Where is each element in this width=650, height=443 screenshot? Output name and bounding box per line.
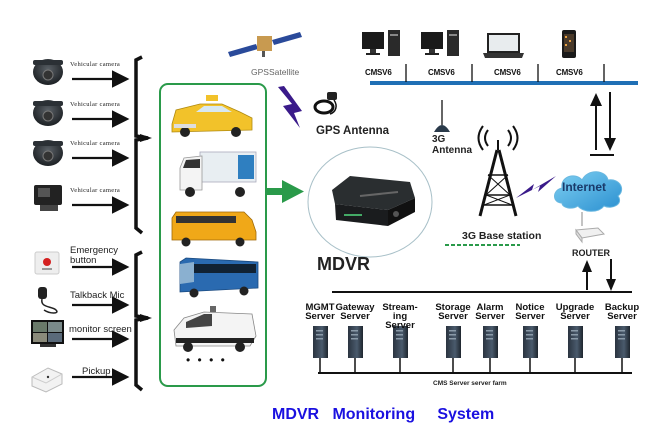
device-talkback-mic [38, 287, 130, 314]
vehicle-to-mdvr-arrow [266, 180, 304, 203]
router-label: ROUTER [572, 248, 610, 258]
gps-satellite-icon [228, 32, 302, 57]
dome-camera-icon [33, 100, 63, 126]
server-label-line2: Server [515, 311, 545, 322]
client-network-bus [370, 81, 638, 85]
server-icon [393, 326, 408, 373]
server-icon [523, 326, 538, 373]
server-farm-label: CMS Server server farm [433, 380, 507, 387]
server-label-line1: Backup [604, 302, 640, 313]
3g-antenna-icon [434, 100, 450, 132]
laptop-icon [483, 33, 524, 58]
desktop-pc-icon [362, 30, 400, 56]
router-icon [575, 212, 606, 244]
gps-antenna-icon [313, 92, 337, 115]
camera-1 [33, 59, 130, 88]
internet-lightning-icon [516, 176, 556, 198]
device-label-emergency: Emergency button [70, 245, 119, 266]
truck-icon [179, 151, 257, 197]
client-label: CMSV6 [556, 68, 583, 77]
client-label: CMSV6 [428, 68, 455, 77]
base-station-label: 3G Base station [462, 230, 542, 242]
server-label-line1: MGMT [305, 302, 335, 313]
server-label-line1: Upgrade [555, 302, 595, 313]
client-label: CMSV6 [494, 68, 521, 77]
device-pickup [31, 367, 130, 393]
server-label-line2: Server [607, 311, 637, 322]
server-icon [615, 326, 630, 373]
3g-antenna-label: 3G Antenna [432, 134, 472, 156]
server-icon [348, 326, 363, 373]
gps-lightning-icon [278, 86, 302, 128]
internet-label: Internet [562, 180, 607, 194]
camera-label: Vehicular camera [70, 61, 121, 68]
vehicles-more: • • • • [186, 353, 227, 367]
bus-internet-arrows [590, 92, 616, 156]
router-server-arrows [582, 259, 616, 291]
3g-tower-icon [477, 125, 519, 217]
server-icon [313, 326, 328, 373]
mdvr-label: MDVR [317, 254, 370, 274]
server-label-line2: Server [560, 311, 590, 322]
camera-3 [33, 140, 130, 167]
mdvr-circle [307, 146, 433, 258]
gps-satellite-label: GPSSatellite [251, 67, 300, 77]
camera-4 [34, 185, 130, 214]
server-icon [568, 326, 583, 373]
school-bus-icon [171, 211, 257, 247]
device-label-pickup: Pickup [82, 366, 111, 377]
server-icon [483, 326, 498, 373]
dome-camera-icon [33, 140, 63, 166]
box-camera-icon [34, 185, 62, 211]
coach-bus-icon [179, 257, 259, 298]
emergency-button-icon [34, 251, 60, 275]
pickup-icon [31, 367, 63, 393]
mdvr-device-icon [332, 176, 415, 226]
server-label-line1: Gateway [335, 302, 375, 313]
desktop-pc-icon [421, 30, 459, 56]
monitor-icon [31, 320, 64, 347]
device-label-talkback: Talkback Mic [70, 290, 125, 301]
gps-antenna-label: GPS Antenna [316, 125, 390, 137]
page-title: MDVR Monitoring System [272, 406, 495, 423]
server-label-line2: ing Server [385, 311, 415, 331]
server-label-line1: Stream- [382, 302, 418, 313]
camera-label: Vehicular camera [70, 187, 121, 194]
camera-label: Vehicular camera [70, 140, 121, 147]
server-label-line1: Notice [515, 302, 545, 313]
internet-cloud-icon [554, 171, 623, 212]
microphone-icon [38, 287, 58, 314]
brace-cameras [134, 55, 149, 235]
server-label-line2: Server [340, 311, 370, 322]
smartphone-icon [562, 30, 576, 58]
server-label-line2: Server [475, 311, 505, 322]
device-monitor-screen [31, 320, 130, 348]
camera-label: Vehicular camera [70, 101, 121, 108]
dome-camera-icon [33, 59, 63, 85]
client-label: CMSV6 [365, 68, 392, 77]
device-label-monitor: monitor screen [69, 324, 132, 335]
server-label-line1: Alarm [476, 302, 504, 313]
server-icon [446, 326, 461, 373]
camera-2 [33, 100, 130, 128]
server-label-line1: Storage [435, 302, 471, 313]
server-label-line2: Server [438, 311, 468, 322]
device-emergency-button [34, 251, 130, 276]
taxi-icon [171, 95, 253, 137]
server-label-line2: Server [305, 311, 335, 322]
armored-van-icon [173, 306, 257, 352]
server-label: Stream-ing Server [378, 302, 422, 331]
